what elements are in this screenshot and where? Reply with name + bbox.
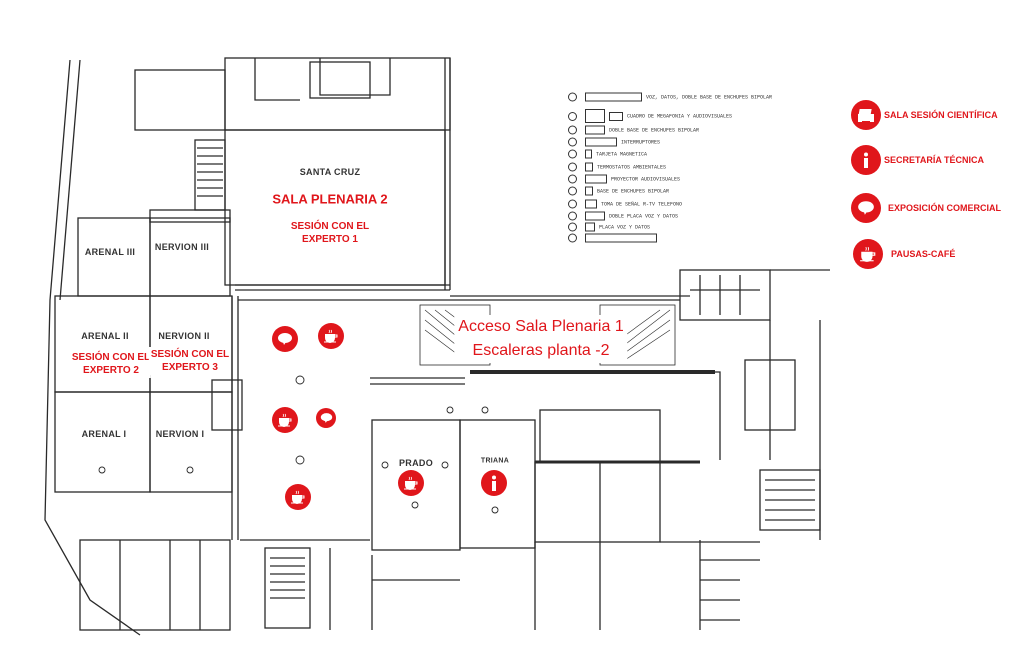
sala-plenaria-2-label: SALA PLENARIA 2 — [272, 191, 388, 207]
session-experto-1-line1: SESIÓN CON EL — [290, 221, 370, 232]
coffee-cup-icon — [853, 239, 883, 269]
symbol-legend-item: TERMOSTATOS AMBIENTALES — [568, 162, 667, 172]
symbol-legend-item: VOZ, DATOS, DOBLE BASE DE ENCHUFES BIPOL… — [568, 92, 773, 102]
speech-bubble-icon — [272, 326, 298, 352]
session-experto-3-line2: EXPERTO 3 — [162, 362, 218, 373]
symbol-legend-text: VOZ, DATOS, DOBLE BASE DE ENCHUFES BIPOL… — [646, 94, 773, 101]
symbol-legend-item: TOMA DE SEÑAL R-TV TELEFONO — [568, 199, 683, 209]
legend-label: PAUSAS-CAFÉ — [891, 249, 956, 259]
room-label-nervion-1: NERVION I — [155, 429, 205, 439]
symbol-legend-item: DOBLE BASE DE ENCHUFES BIPOLAR — [568, 125, 700, 135]
symbol-legend-text: INTERRUPTORES — [621, 139, 661, 146]
room-label-nervion-2: NERVION II — [158, 331, 210, 341]
symbol-legend-text: PLACA VOZ Y DATOS — [599, 224, 651, 231]
session-experto-2-line1: SESIÓN CON EL — [71, 352, 151, 363]
symbol-legend-text: TERMOSTATOS AMBIENTALES — [597, 164, 667, 171]
room-label-arenal-3: ARENAL III — [84, 247, 136, 257]
room-label-triana: TRIANA — [480, 457, 510, 465]
symbol-legend-text: TOMA DE SEÑAL R-TV TELEFONO — [601, 201, 683, 208]
armchair-icon — [851, 100, 881, 130]
symbol-legend-text: DOBLE PLACA VOZ Y DATOS — [609, 213, 679, 220]
session-experto-2-line2: EXPERTO 2 — [83, 365, 139, 376]
coffee-cup-icon — [272, 407, 298, 433]
symbol-legend-text: DOBLE BASE DE ENCHUFES BIPOLAR — [609, 127, 700, 134]
coffee-cup-icon — [285, 484, 311, 510]
symbol-legend-item: TARJETA MAGNETICA — [568, 149, 648, 159]
access-line2: Escaleras planta -2 — [472, 342, 610, 359]
symbol-legend-item: INTERRUPTORES — [568, 137, 661, 147]
session-experto-1: SESIÓN CON EL EXPERTO 1 — [291, 220, 369, 246]
symbol-legend-item: DOBLE PLACA VOZ Y DATOS — [568, 211, 679, 221]
symbol-legend-item: BASE DE ENCHUFES BIPOLAR — [568, 186, 670, 196]
room-label-arenal-1: ARENAL I — [81, 429, 127, 439]
access-plenaria-1-label: Acceso Sala Plenaria 1 Escaleras planta … — [454, 315, 628, 363]
session-experto-2: SESIÓN CON EL EXPERTO 2 — [70, 350, 152, 378]
symbol-legend-item: PLACA VOZ Y DATOS — [568, 222, 651, 232]
speech-bubble-icon — [851, 193, 881, 223]
symbol-legend-item: CUADRO DE MEGAFONIA Y AUDIOVISUALES — [568, 109, 732, 123]
room-label-arenal-2: ARENAL II — [81, 331, 129, 341]
session-experto-3: SESIÓN CON EL EXPERTO 3 — [148, 347, 232, 375]
room-label-prado: PRADO — [398, 458, 434, 468]
symbol-legend-item — [568, 233, 661, 243]
speech-bubble-icon — [316, 408, 336, 428]
room-label-nervion-3: NERVION III — [154, 242, 210, 252]
symbol-legend-item: PROYECTOR AUDIOVISUALES — [568, 174, 681, 184]
access-line1: Acceso Sala Plenaria 1 — [458, 318, 624, 335]
symbol-legend-text: BASE DE ENCHUFES BIPOLAR — [597, 188, 670, 195]
symbol-legend-text: CUADRO DE MEGAFONIA Y AUDIOVISUALES — [627, 113, 733, 120]
legend-label: SECRETARÍA TÉCNICA — [884, 155, 985, 165]
coffee-cup-icon — [318, 323, 344, 349]
legend-label: SALA SESIÓN CIENTÍFICA — [884, 110, 998, 120]
room-label-santa-cruz: SANTA CRUZ — [299, 167, 361, 177]
legend-label: EXPOSICIÓN COMERCIAL — [888, 203, 1002, 213]
coffee-cup-icon — [398, 470, 424, 496]
info-icon — [481, 470, 507, 496]
symbol-legend-text: TARJETA MAGNETICA — [596, 151, 648, 158]
info-icon — [851, 145, 881, 175]
session-experto-3-line1: SESIÓN CON EL — [150, 349, 230, 360]
symbol-legend-text: PROYECTOR AUDIOVISUALES — [611, 176, 681, 183]
session-experto-1-line2: EXPERTO 1 — [302, 234, 358, 245]
